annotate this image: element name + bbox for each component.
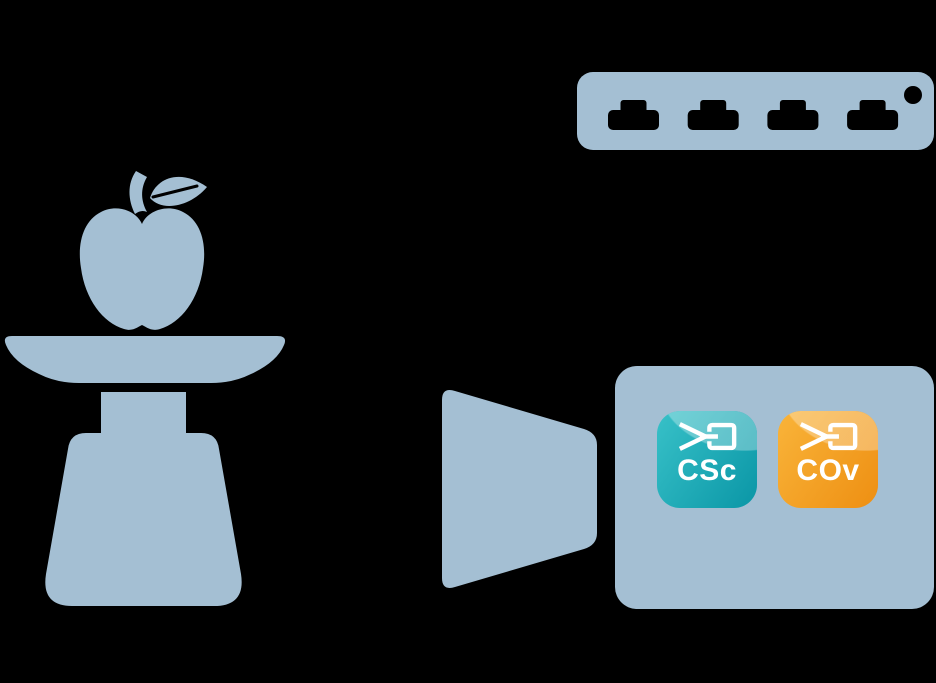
app-badge-cov: COv: [778, 411, 878, 508]
network-switch-icon: [577, 72, 934, 150]
app-badge-csc-label: CSc: [677, 454, 737, 487]
ethernet-port-icon: [767, 110, 819, 130]
apple-on-weighing-scale-icon: [4, 171, 286, 606]
apple-stem-icon: [129, 171, 147, 214]
app-badge-cov-label: COv: [796, 454, 860, 487]
scale-neck: [101, 392, 186, 437]
led-indicator-icon: [904, 86, 922, 104]
ethernet-port-icon: [608, 110, 659, 130]
apple-leaf-vein: [151, 184, 199, 199]
scale-plate: [4, 336, 286, 383]
switch-body: [577, 72, 934, 150]
ethernet-port-icon: [847, 110, 899, 130]
arrow-into-box-icon: [799, 422, 858, 451]
switch-ports: [608, 100, 899, 130]
ethernet-port-icon: [687, 110, 739, 130]
camera-lens-horn: [442, 390, 597, 588]
arrow-into-box-icon: [678, 422, 737, 451]
apple-icon: [79, 208, 205, 330]
scale-base: [45, 433, 242, 606]
app-badge-csc: CSc: [657, 411, 757, 508]
